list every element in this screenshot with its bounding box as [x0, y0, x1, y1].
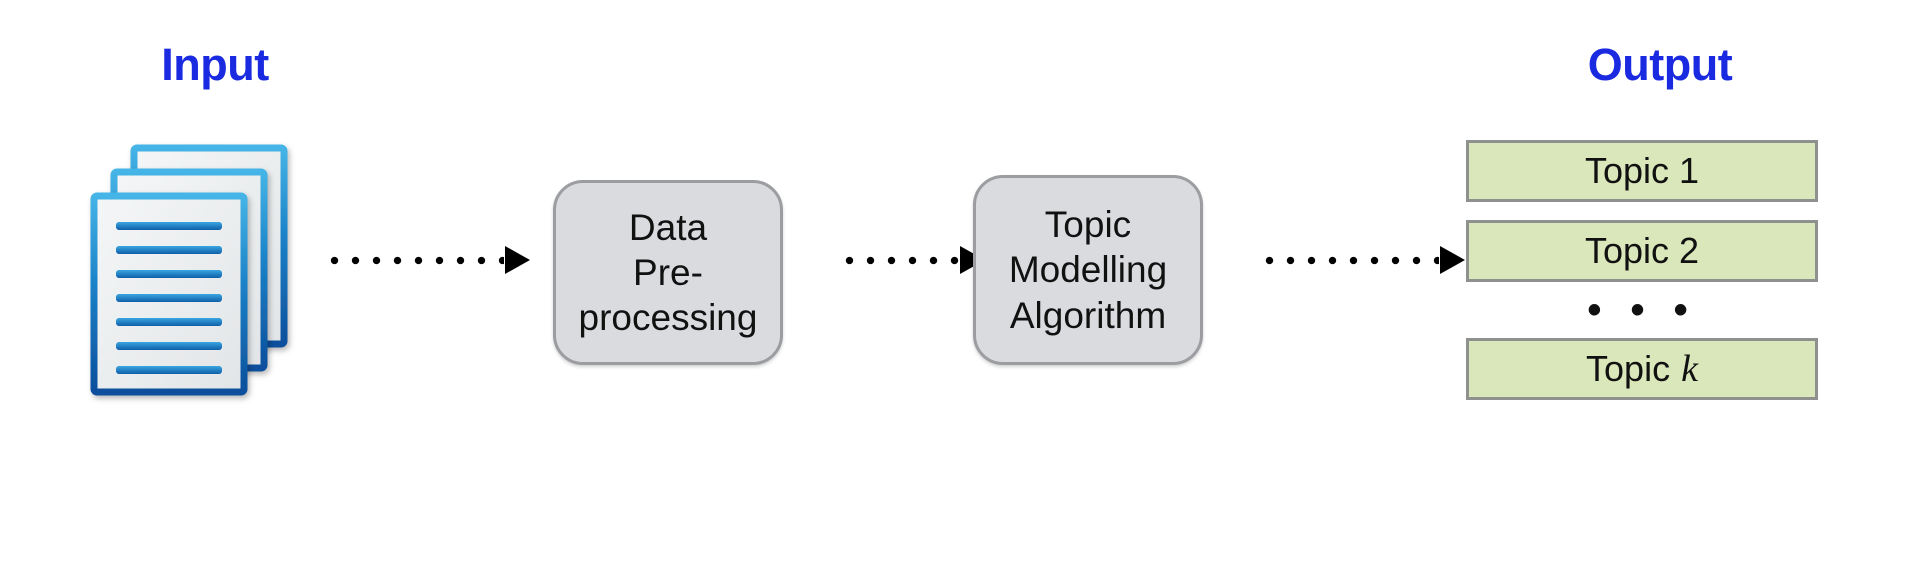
output-section-label: Output: [1587, 39, 1733, 90]
topic-label: Topic 2: [1584, 230, 1700, 271]
topic-index-variable: k: [1681, 348, 1698, 390]
arrowhead-icon: [505, 246, 530, 274]
document-stack-icon: [88, 140, 298, 400]
topic-label: Topic: [1586, 348, 1671, 389]
arrow-input-to-preprocessing: [330, 246, 530, 274]
dotted-line: [330, 255, 504, 265]
stage-line: processing: [578, 297, 758, 339]
dotted-line: [845, 255, 959, 265]
stage-line: Algorithm: [1009, 294, 1167, 336]
stage-line: Data: [628, 206, 708, 248]
topic-box-2[interactable]: Topic 2: [1466, 220, 1818, 282]
stage-box-topic-modelling-algorithm[interactable]: Topic Modelling Algorithm: [973, 175, 1203, 365]
dotted-line: [1265, 255, 1439, 265]
stage-box-data-preprocessing[interactable]: Data Pre- processing: [553, 180, 783, 365]
input-section-label: Input: [161, 39, 269, 90]
arrowhead-icon: [1440, 246, 1465, 274]
topic-label: Topic 1: [1584, 150, 1700, 191]
arrow-preprocessing-to-algorithm: [845, 246, 985, 274]
stage-line: Topic: [1044, 204, 1132, 246]
arrow-algorithm-to-output: [1265, 246, 1465, 274]
stage-line: Modelling: [1008, 249, 1168, 291]
topic-list-ellipsis: • • •: [1587, 288, 1697, 332]
topic-box-1[interactable]: Topic 1: [1466, 140, 1818, 202]
stage-line: Pre-: [633, 251, 703, 293]
